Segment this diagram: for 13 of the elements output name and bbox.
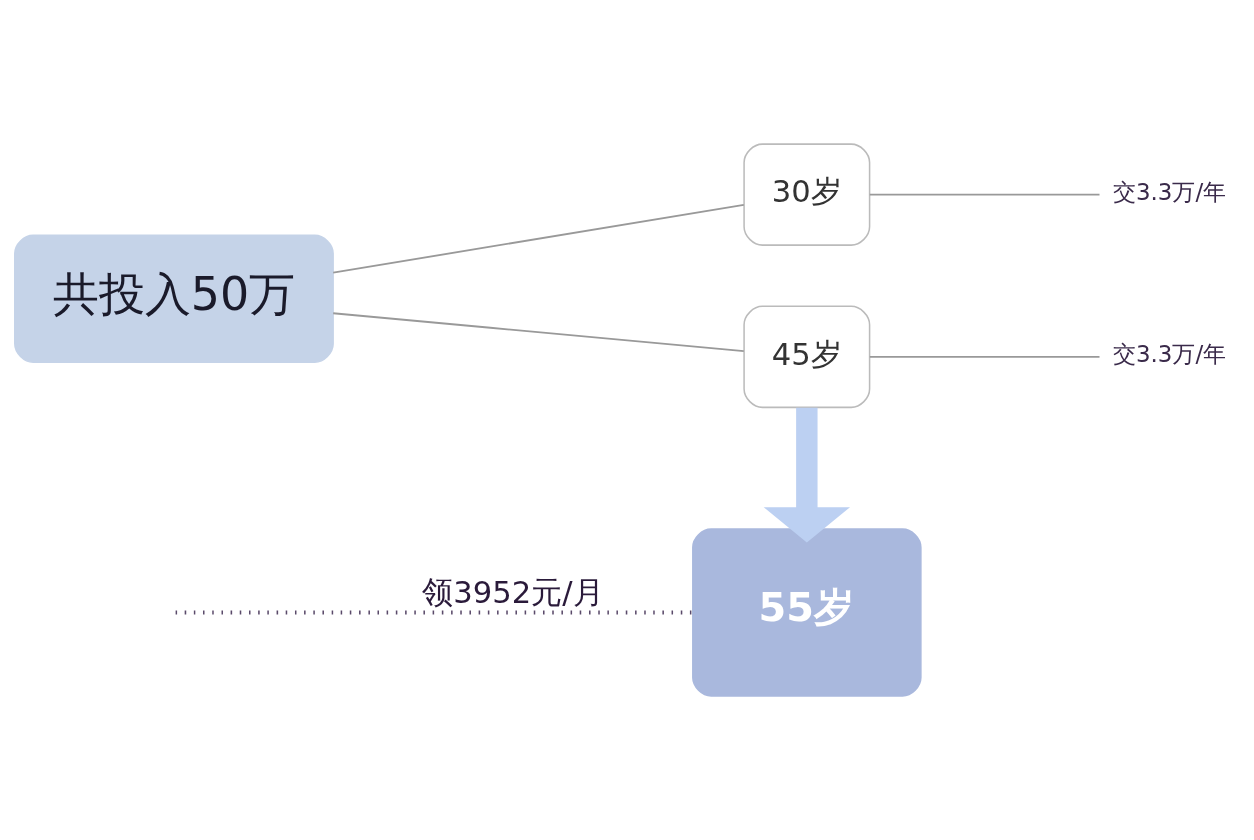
connector — [332, 203, 745, 274]
node-box: 45岁 — [743, 305, 871, 409]
node-box: 共投入50万 — [14, 234, 334, 363]
connector — [868, 355, 1101, 358]
arrow — [763, 407, 851, 543]
node-box: 30岁 — [743, 143, 871, 246]
connector — [868, 193, 1101, 196]
connector — [332, 312, 745, 353]
connector — [175, 610, 693, 615]
node-text: 交3.3万/年 — [1112, 341, 1227, 368]
node-box: 55岁 — [692, 528, 922, 697]
node-text: 交3.3万/年 — [1112, 178, 1227, 205]
edge-label: 领3952元/月 — [422, 575, 604, 611]
